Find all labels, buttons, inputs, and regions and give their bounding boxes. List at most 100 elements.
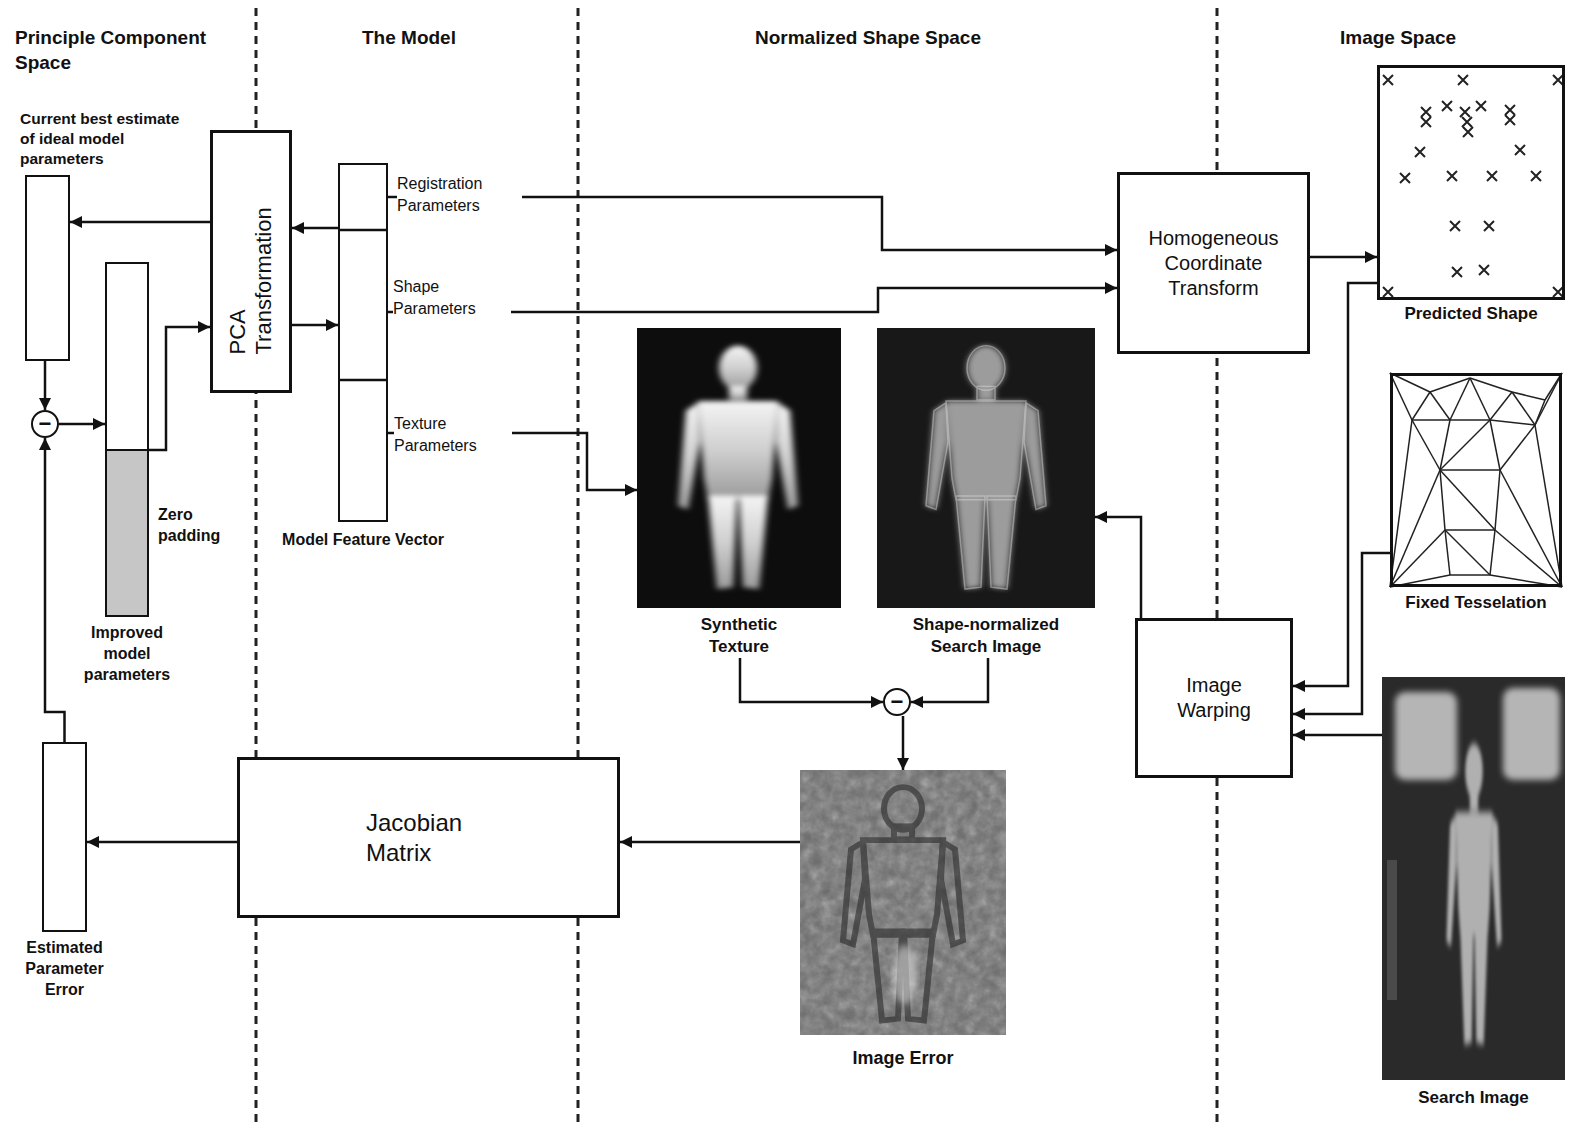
edge-label: Registration Parameters xyxy=(397,173,522,217)
mesh-edge xyxy=(1445,529,1495,531)
mesh-edge xyxy=(1390,373,1412,420)
node-label: Jacobian Matrix xyxy=(366,808,491,868)
landmark-cross xyxy=(1442,101,1452,111)
feature-vector-segments xyxy=(338,230,386,380)
section-heading: Normalized Shape Space xyxy=(755,26,981,51)
error-highlight xyxy=(893,945,917,1005)
flow-arrow xyxy=(45,438,65,742)
synthetic-texture-image xyxy=(637,328,841,608)
mesh-edge xyxy=(1450,419,1490,421)
operator-symbol: − xyxy=(39,413,52,435)
mesh-edge xyxy=(1470,378,1490,420)
flow-arrow xyxy=(1293,553,1390,714)
image-ground xyxy=(1382,677,1565,1080)
segment-line xyxy=(338,229,386,232)
mesh-edge xyxy=(1445,530,1450,575)
landmark-cross xyxy=(1458,75,1468,85)
annotation-label: Zero padding xyxy=(158,505,250,547)
landmark-cross xyxy=(1479,265,1489,275)
landmark-cross xyxy=(1447,171,1457,181)
mesh-edge xyxy=(1412,419,1450,421)
mesh-edge xyxy=(1490,420,1500,470)
landmark-cross xyxy=(1505,115,1515,125)
mesh-edge xyxy=(1450,378,1470,420)
mesh-edge xyxy=(1390,530,1445,587)
mesh-edge xyxy=(1390,420,1412,587)
node-label: Synthetic Texture xyxy=(683,614,795,658)
landmark-cross xyxy=(1515,145,1525,155)
flow-arrow xyxy=(620,841,800,844)
mesh-edge xyxy=(1495,470,1500,530)
landmark-cross xyxy=(1421,107,1431,117)
body-outline xyxy=(926,346,1046,589)
shape-normalized-image xyxy=(877,328,1095,608)
landmark-cross xyxy=(1421,117,1431,127)
flow-arrow xyxy=(1310,256,1377,259)
section-heading: Image Space xyxy=(1340,26,1456,51)
image-panel: Image Error xyxy=(800,770,1006,1070)
mesh-edge xyxy=(1430,392,1450,420)
feature-vector: Model Feature Vector xyxy=(338,163,388,522)
image-ground xyxy=(877,328,1095,608)
mesh-edge xyxy=(1490,392,1512,420)
mesh-edge xyxy=(1412,420,1440,470)
image-ground xyxy=(800,770,1006,1035)
node-label: Model Feature Vector xyxy=(248,530,478,551)
node-label: Fixed Tesselation xyxy=(1383,592,1569,614)
flow-arrow xyxy=(70,221,210,224)
mesh-edge xyxy=(1445,530,1490,575)
mesh-edge xyxy=(1440,470,1495,530)
tesselation-mesh xyxy=(1390,373,1562,587)
flow-arrow xyxy=(740,658,883,702)
shape-landmarks xyxy=(1383,75,1563,297)
flow-arrow xyxy=(1293,734,1382,737)
body-figure xyxy=(678,346,798,589)
landmark-cross xyxy=(1463,127,1473,137)
subtract-node: − xyxy=(883,688,911,716)
image-panel: Search Image xyxy=(1382,677,1565,1109)
image-error-image xyxy=(800,770,1006,1035)
search-image xyxy=(1382,677,1565,1080)
landmark-cross xyxy=(1484,221,1494,231)
landmark-cross xyxy=(1476,101,1486,111)
flow-arrow xyxy=(911,658,988,702)
flow-arrow xyxy=(44,361,47,410)
image-panel: Synthetic Texture xyxy=(637,328,841,658)
mesh-edge xyxy=(1512,392,1535,425)
segment-line xyxy=(338,379,386,382)
node-label: Image Error xyxy=(800,1047,1006,1070)
landmark-cross xyxy=(1487,171,1497,181)
mesh-edge xyxy=(1535,373,1562,425)
landmark-cross xyxy=(1553,287,1563,297)
error-noise xyxy=(800,770,1006,1035)
flow-arrow xyxy=(1095,517,1141,618)
landmark-cross xyxy=(1553,75,1563,85)
landmark-cross xyxy=(1452,267,1462,277)
section-heading: Principle Component Space xyxy=(15,26,243,75)
mesh-edge xyxy=(1490,420,1535,425)
operator-symbol: − xyxy=(891,691,904,713)
mesh-edge xyxy=(1440,469,1500,471)
flow-arrow xyxy=(292,227,338,230)
image-ground xyxy=(637,328,841,608)
pillow xyxy=(1503,688,1560,780)
landmark-cross xyxy=(1383,75,1393,85)
flow-arrow xyxy=(59,423,105,426)
landmark-cross xyxy=(1505,105,1515,115)
section-dividers xyxy=(256,8,1217,1122)
section-heading: The Model xyxy=(362,26,456,51)
shape-plot: Predicted Shape xyxy=(1377,65,1565,300)
node-label: Image Warping xyxy=(1158,673,1270,723)
node-label: Current best estimate of ideal model par… xyxy=(20,109,192,169)
node-label: Homogeneous Coordinate Transform xyxy=(1128,226,1300,301)
tesselation-plot: Fixed Tesselation xyxy=(1390,373,1562,587)
flow-arrow xyxy=(149,327,210,450)
mesh-edge xyxy=(1440,420,1490,470)
mesh-edge xyxy=(1450,574,1490,576)
mesh-edge xyxy=(1440,470,1445,530)
node-label: Predicted Shape xyxy=(1378,303,1564,325)
process-box: Jacobian Matrix xyxy=(237,757,620,918)
landmark-cross xyxy=(1415,147,1425,157)
scan-marks xyxy=(1387,860,1397,1000)
